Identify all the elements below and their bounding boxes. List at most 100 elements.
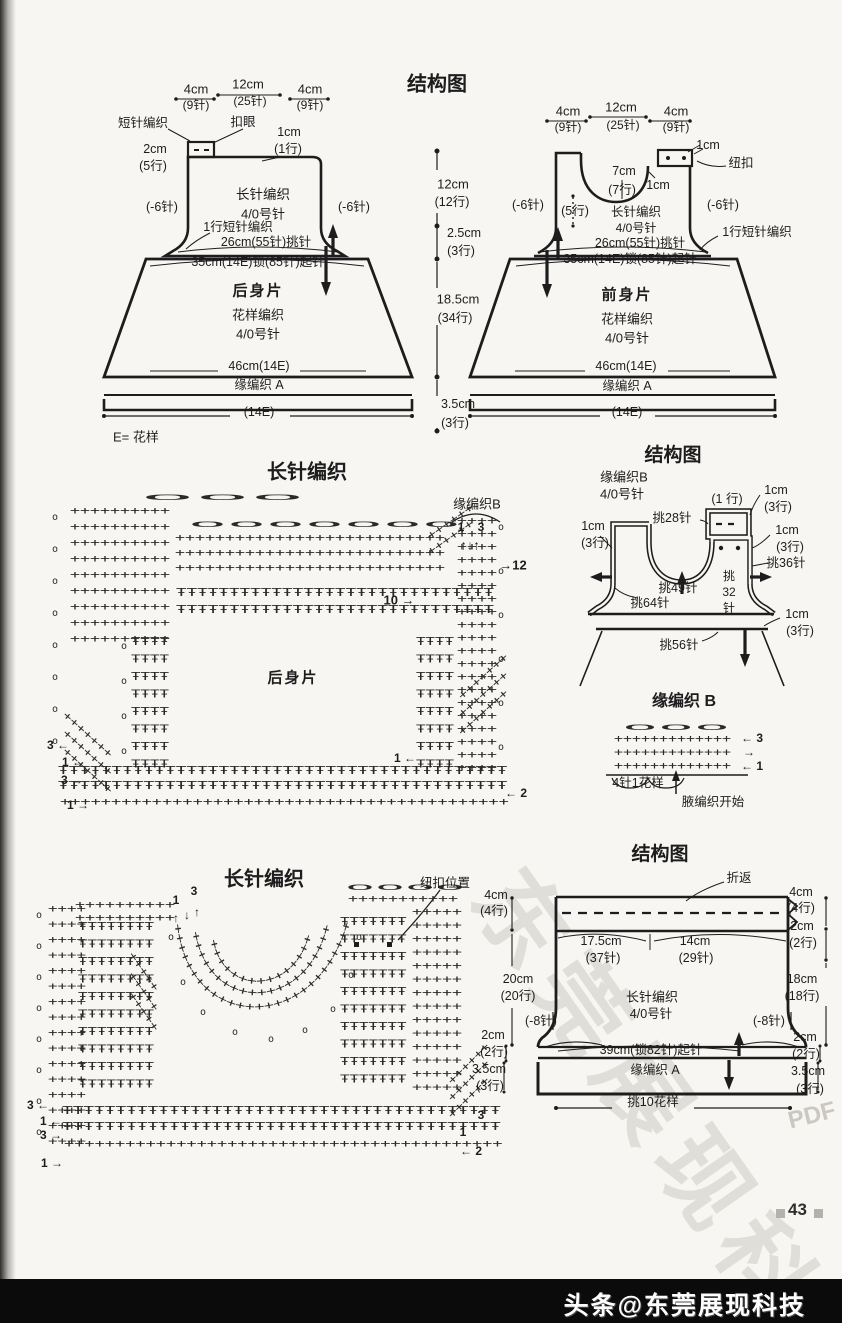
svg-text:ŦŦŦŦ: ŦŦŦŦ: [131, 653, 170, 666]
diagram-label: 4/0号针: [629, 1006, 673, 1021]
diagram-label: 4/0号针: [235, 326, 281, 342]
diagram-label: 挑49针: [658, 580, 698, 595]
svg-text:++++: ++++: [457, 670, 498, 683]
svg-text:++++: ++++: [457, 631, 498, 644]
svg-text:o: o: [121, 676, 127, 687]
footer-bar: 头条@东莞展现科技: [0, 1279, 842, 1323]
diagram-label: (25针): [606, 118, 640, 133]
diagram-label: 18cm: [786, 971, 818, 986]
svg-text:ŦŦŦŦŦŦŦŦ: ŦŦŦŦŦŦŦŦ: [78, 920, 155, 933]
diagram-label: 4针1花样: [612, 775, 664, 790]
svg-text:ŦŦŦŦ: ŦŦŦŦ: [416, 653, 455, 666]
svg-text:o: o: [348, 970, 354, 981]
diagram-label: ← 2: [459, 1144, 483, 1159]
diagram-label: (-6针): [512, 197, 544, 212]
diagram-label: ← 2: [504, 786, 528, 801]
diagram-label: 12cm: [437, 176, 469, 192]
svg-text:++++: ++++: [457, 566, 498, 579]
svg-text:++++++++++: ++++++++++: [70, 584, 171, 597]
diagram-label: 3.5cm: [471, 1061, 507, 1076]
svg-text:o: o: [232, 1027, 238, 1038]
diagram-label: 1 →: [40, 1156, 64, 1171]
svg-text:++++: ++++: [457, 696, 498, 709]
diagram-label: 35cm(14E)锁(85针)起针: [563, 251, 697, 266]
diagram-label: →: [743, 745, 755, 760]
svg-text:o: o: [268, 1034, 274, 1045]
svg-text:++++: ++++: [48, 933, 87, 946]
diagram-label: (29针): [678, 950, 714, 965]
diagram-label: 1 →: [66, 798, 90, 813]
svg-text:ooooooo: ooooooo: [188, 519, 461, 530]
svg-text:++++: ++++: [457, 644, 498, 657]
diagram-label: 花样编织: [600, 311, 654, 327]
svg-text:o: o: [36, 1127, 42, 1138]
diagram-label: 4/0号针: [599, 486, 645, 502]
diagram-label: 挑: [722, 569, 736, 584]
front-piece-outline: [468, 116, 777, 417]
diagram-label: 纽扣: [728, 155, 754, 170]
svg-text:+++++: +++++: [412, 1040, 463, 1053]
svg-text:o: o: [36, 972, 42, 983]
svg-text:++++++++++: ++++++++++: [70, 616, 171, 629]
svg-text:ŦŦŦŦŦŦŦŦŦŦŦŦŦŦŦŦŦŦŦŦŦŦŦŦŦŦŦŦŦŦ: ŦŦŦŦŦŦŦŦŦŦŦŦŦŦŦŦŦŦŦŦŦŦŦŦŦŦŦŦŦŦ: [176, 586, 495, 599]
svg-text:oooo: oooo: [345, 882, 465, 893]
diagram-label: (3行): [447, 243, 475, 258]
diagram-label: 3.5cm: [440, 396, 476, 411]
svg-text:ŦŦŦŦ: ŦŦŦŦ: [416, 635, 455, 648]
diagram-label: 4cm: [789, 884, 813, 899]
diagram-label: 1 ←: [39, 1114, 63, 1129]
svg-text:+++++: +++++: [412, 946, 463, 959]
diagram-label: 1cm: [785, 606, 809, 621]
svg-text:++++: ++++: [457, 592, 498, 605]
bottom-structure-dots: [502, 896, 828, 1110]
svg-text:ŦŦŦŦŦŦŦ: ŦŦŦŦŦŦŦ: [340, 985, 407, 998]
svg-text:++++: ++++: [48, 964, 87, 977]
diagram-label: (20行): [500, 988, 536, 1003]
svg-text:++++: ++++: [457, 527, 498, 540]
svg-text:ŦŦŦŦŦŦŦ: ŦŦŦŦŦŦŦ: [340, 950, 407, 963]
footer-watermark-text: 头条@东莞展现科技: [563, 1292, 806, 1320]
diagram-label: 12cm: [232, 76, 264, 92]
diagram-label: ↓: [184, 908, 190, 923]
svg-text:++++++++++: ++++++++++: [70, 552, 171, 565]
svg-text:+++++++++++: +++++++++++: [348, 892, 459, 905]
diagram-label: 10 →: [383, 592, 415, 608]
diagram-label: ← 1: [740, 759, 764, 774]
svg-text:++++: ++++: [48, 1073, 87, 1086]
svg-text:o: o: [498, 654, 504, 665]
diagram-label: 缘编织 A: [630, 1062, 680, 1077]
diagram-label: 1 ←: [61, 755, 85, 770]
diagram-label: (-8针): [753, 1013, 785, 1028]
svg-text:++++++++++: ++++++++++: [75, 911, 176, 924]
diagram-label: (12行): [434, 194, 470, 209]
svg-text:+++++++++++++++++++++++++++: +++++++++++++++++++++++++++: [175, 561, 446, 574]
bottom-structure-outline: [503, 895, 827, 1109]
svg-text:++++: ++++: [48, 1011, 87, 1024]
diagram-label: 7cm: [612, 163, 636, 178]
diagram-label: 1cm: [581, 518, 605, 533]
diagram-label: 4cm: [297, 81, 323, 97]
diagram-label: 4cm: [484, 887, 508, 902]
edging-b-arrow: [672, 770, 680, 781]
svg-text:ŦŦŦŦ: ŦŦŦŦ: [416, 758, 455, 771]
svg-text:++++: ++++: [48, 1026, 87, 1039]
diagram-label: 32: [722, 585, 736, 600]
diagram-label: 2cm: [481, 1027, 505, 1042]
svg-text:+++++: +++++: [412, 1067, 463, 1080]
svg-text:o: o: [36, 910, 42, 921]
diagram-label: (4行): [480, 903, 508, 918]
diagram-label: 1cm: [764, 482, 788, 497]
diagram-label: 花样编织: [231, 307, 285, 323]
svg-text:ooo: ooo: [140, 492, 305, 503]
svg-text:o: o: [121, 746, 127, 757]
svg-text:++++: ++++: [48, 1057, 87, 1070]
diagram-label: (14E): [243, 404, 275, 419]
svg-text:++++: ++++: [457, 735, 498, 748]
diagram-label: 挑28针: [652, 510, 692, 525]
center-dimension-column: [434, 148, 440, 434]
diagram-label: 缘编织 A: [602, 378, 652, 393]
diagram-label: (14E): [611, 404, 643, 419]
diagram-label: (4行): [787, 900, 815, 915]
diagram-label: (3行): [796, 1081, 824, 1096]
